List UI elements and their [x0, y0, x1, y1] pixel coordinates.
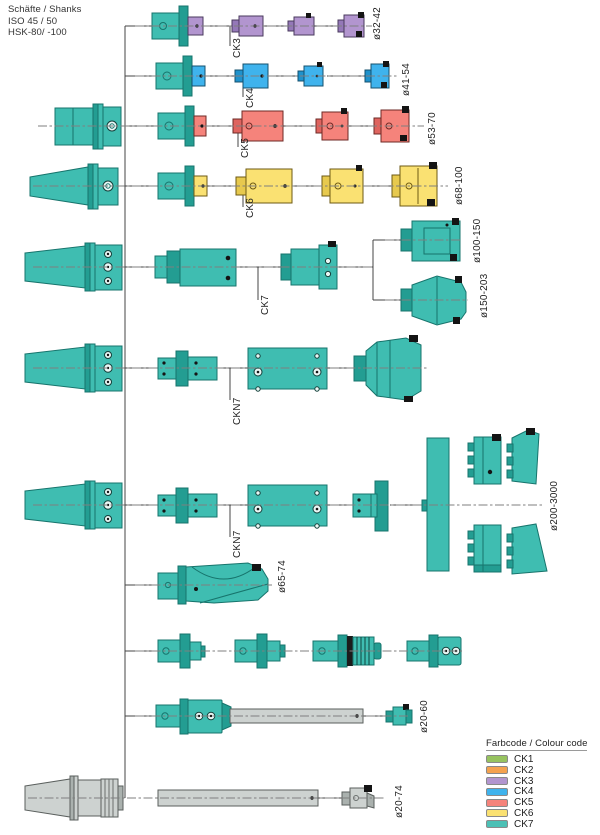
legend-item-ck1: CK1 — [486, 754, 587, 765]
row-ckn7-1 — [157, 335, 422, 402]
legend-item-ck7: CK7 — [486, 819, 587, 830]
legend-label: CK3 — [514, 775, 534, 787]
legend-label: CK1 — [514, 753, 534, 765]
label-dia-53-70: ø53-70 — [427, 112, 438, 145]
label-dia-65-74: ø65-74 — [277, 560, 288, 593]
centerlines — [28, 25, 543, 799]
bridge-bar — [421, 437, 450, 572]
legend-label: CK2 — [514, 764, 534, 776]
legend-item-ck3: CK3 — [486, 776, 587, 787]
label-dia-20-74: ø20-74 — [394, 785, 405, 818]
label-ck6: CK6 — [245, 197, 256, 218]
legend-label: CK4 — [514, 786, 534, 798]
label-ck7: CK7 — [260, 294, 271, 315]
legend-item-ck5: CK5 — [486, 797, 587, 808]
title-line-hsk: HSK-80/ -100 — [8, 27, 67, 38]
shank-iso-taper-small — [29, 163, 119, 210]
ck1-swatch — [486, 755, 508, 764]
cutter-head-150-203 — [400, 275, 467, 326]
label-dia-200-3000: ø200-3000 — [549, 480, 560, 531]
title-line-iso: ISO 45 / 50 — [8, 15, 58, 27]
title-line-shanks: Schäfte / Shanks — [8, 4, 82, 15]
legend-label: CK7 — [514, 818, 534, 830]
label-ck3: CK3 — [232, 37, 243, 58]
label-ck5: CK5 — [240, 137, 251, 158]
flange-adapter — [352, 480, 389, 532]
legend-label: CK5 — [514, 797, 534, 809]
boring-head-small — [385, 704, 413, 726]
legend-title: Farbcode / Colour code — [486, 738, 588, 751]
label-ckn7-1: CKN7 — [232, 397, 243, 425]
label-dia-20-60: ø20-60 — [419, 700, 430, 733]
label-dia-150-203: ø150-203 — [479, 273, 490, 318]
ck4-swatch — [486, 787, 508, 796]
color-code-legend: Farbcode / Colour code CK1 CK2 CK3 CK4 C… — [486, 738, 588, 830]
label-dia-32-42: ø32-42 — [372, 7, 383, 40]
legend-item-ck6: CK6 — [486, 808, 587, 819]
label-dia-41-54: ø41-54 — [401, 63, 412, 96]
ck7-swatch — [486, 820, 508, 829]
shank-hsk — [54, 103, 122, 150]
ck5-swatch — [486, 798, 508, 807]
ck3-swatch — [486, 776, 508, 785]
row-ck7 — [154, 218, 467, 326]
label-ckn7-2: CKN7 — [232, 530, 243, 558]
cutter-head-100-150 — [400, 218, 461, 262]
row-ck6 — [157, 162, 438, 207]
legend-label: CK6 — [514, 807, 534, 819]
boring-head-bottom — [341, 785, 375, 809]
cutter-head-large — [353, 335, 422, 402]
ck6-swatch — [486, 809, 508, 818]
ck2-swatch — [486, 766, 508, 775]
label-dia-100-150: ø100-150 — [472, 218, 483, 263]
shank-collet-gray — [24, 775, 124, 821]
row-drill — [157, 562, 269, 605]
page-title: Schäfte / Shanks ISO 45 / 50 HSK-80/ -10… — [8, 4, 81, 39]
label-dia-68-100: ø68-100 — [454, 166, 465, 205]
label-ck4: CK4 — [245, 87, 256, 108]
legend-item-ck2: CK2 — [486, 765, 587, 776]
row-ckn7-2 — [157, 428, 548, 575]
legend-item-ck4: CK4 — [486, 786, 587, 797]
slide-cartridges — [467, 428, 548, 575]
